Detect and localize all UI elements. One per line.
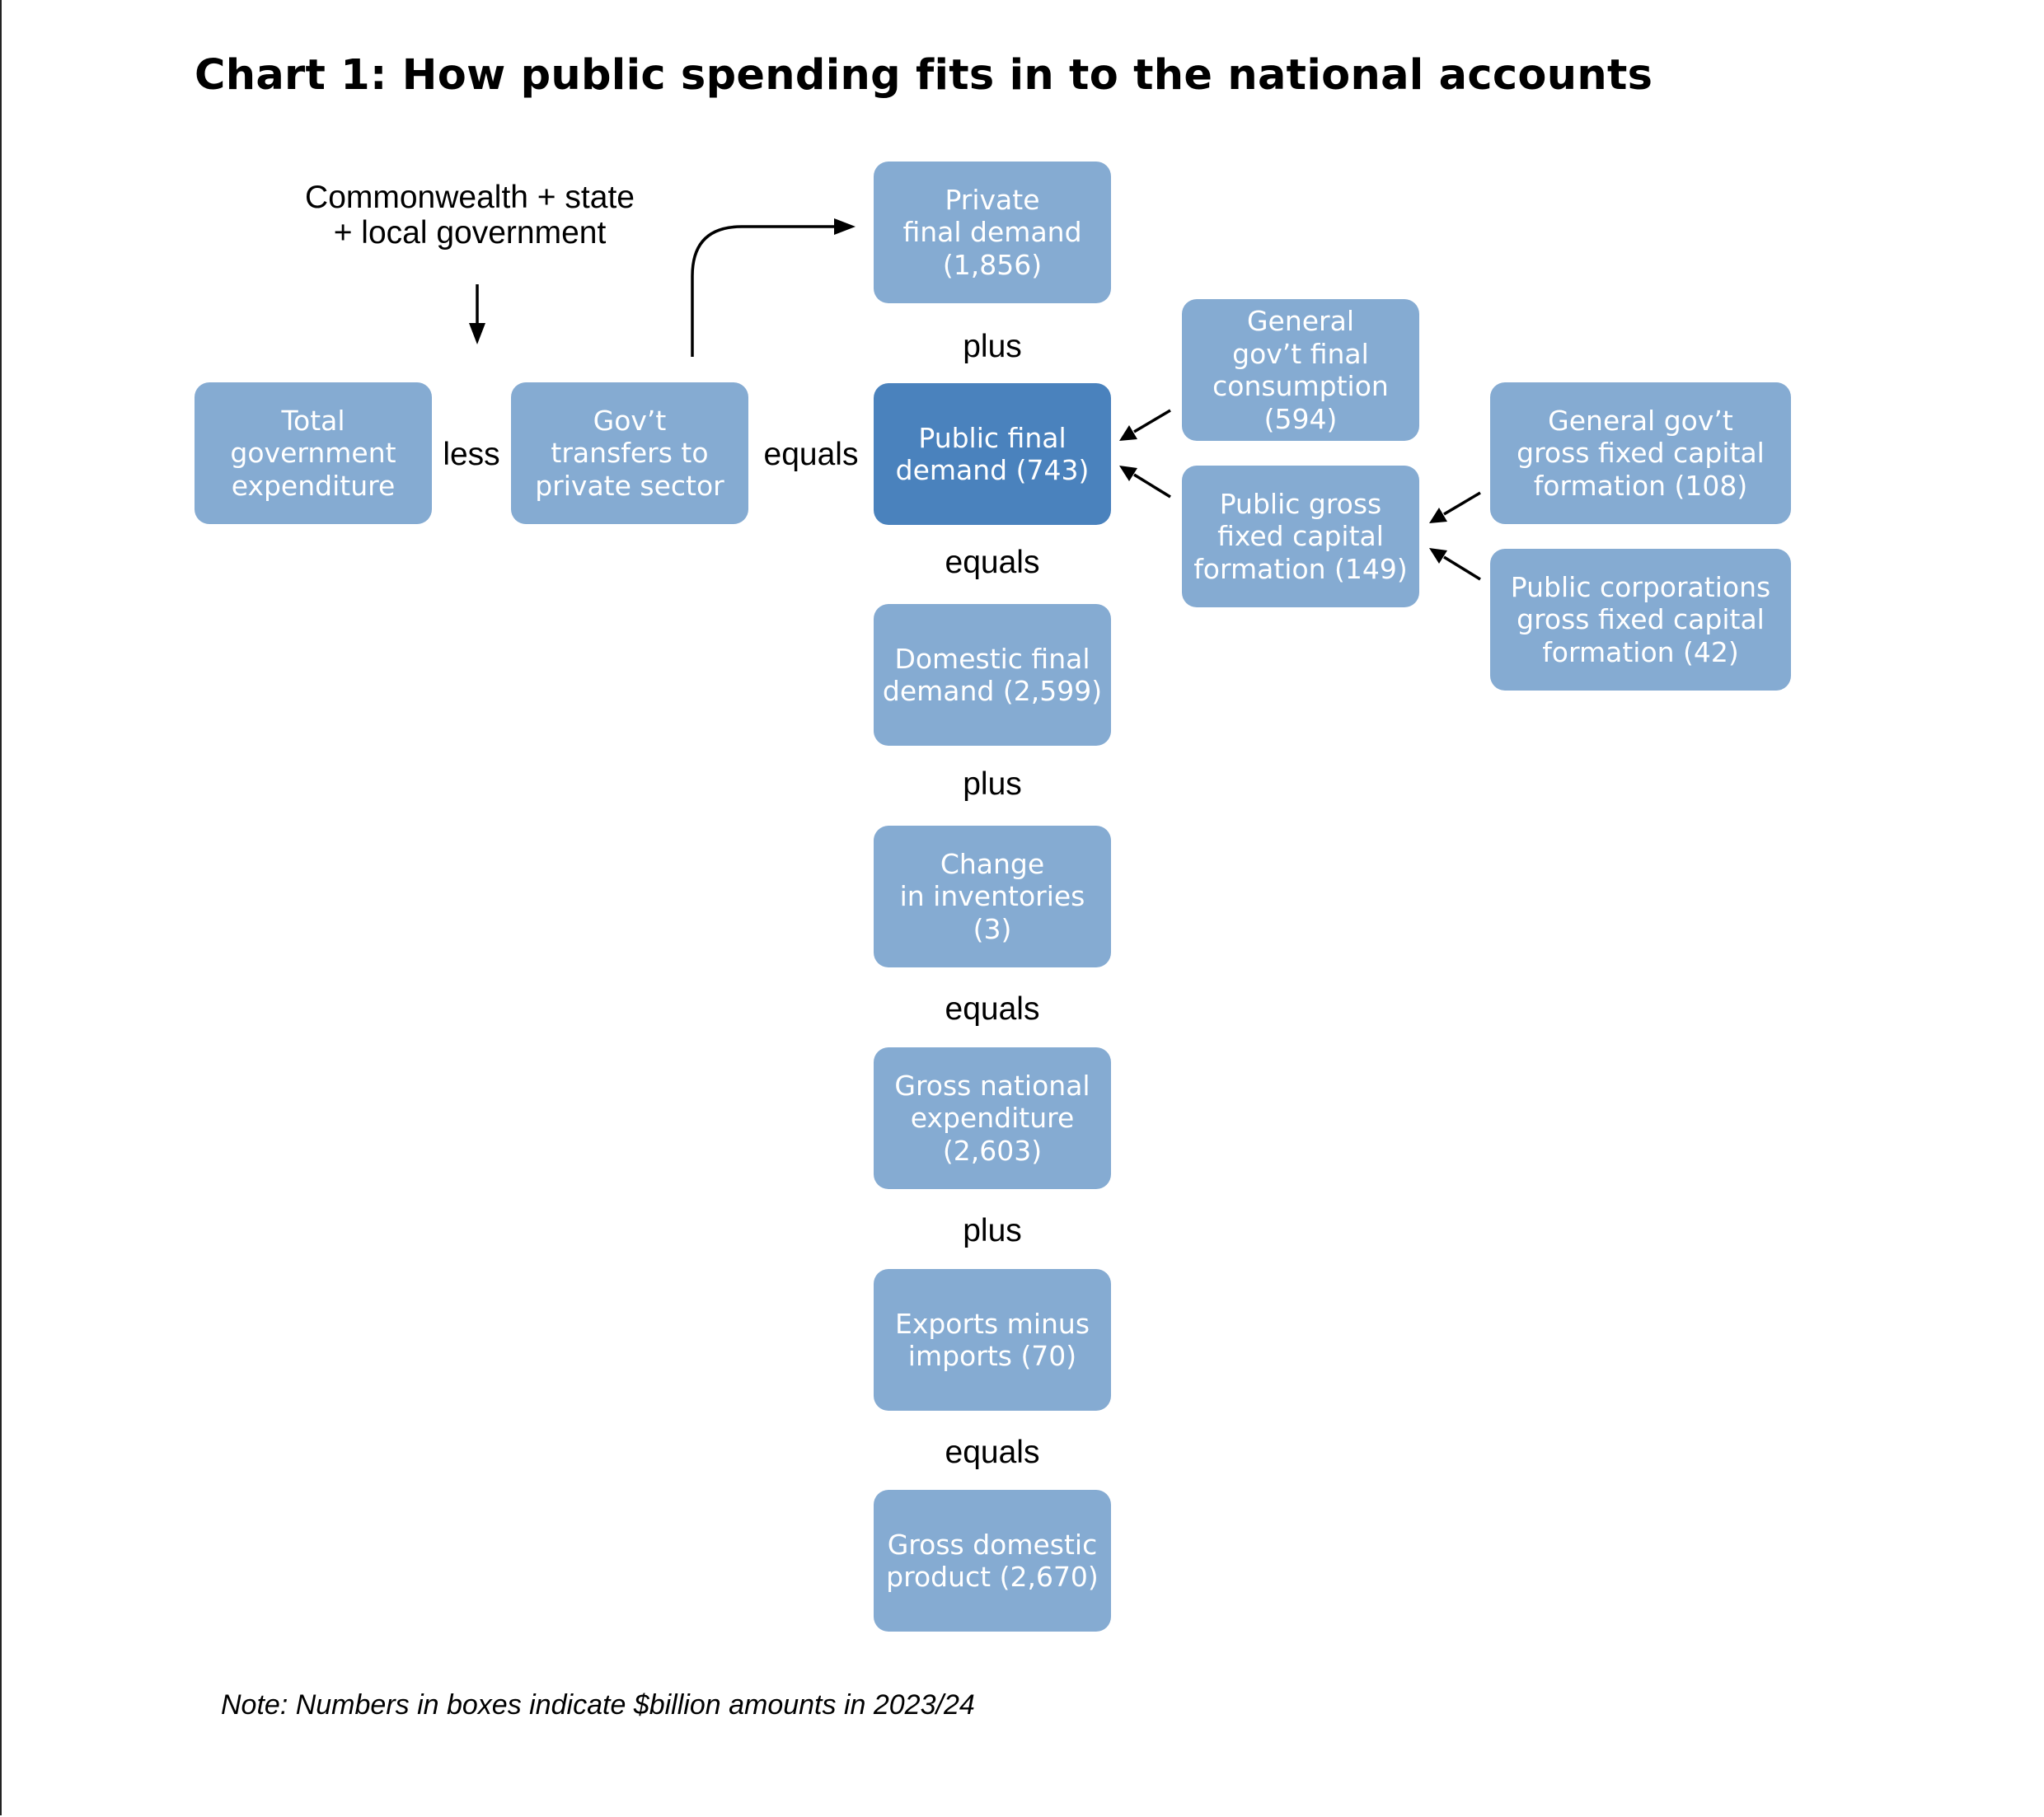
exports-minus-imports-box: Exports minus imports (70) [874, 1269, 1111, 1411]
gross-domestic-product-box: Gross domestic product (2,670) [874, 1490, 1111, 1632]
general-gov-gross-fixed-capital-formation-box: General gov’t gross fixed capital format… [1490, 382, 1791, 524]
public-gross-fixed-capital-formation-label: Public gross fixed capital formation (14… [1193, 487, 1408, 585]
down-arrow-icon [469, 284, 485, 344]
operator-less: less [443, 437, 500, 472]
footnote: Note: Numbers in boxes indicate $billion… [221, 1689, 975, 1721]
arrow-left-icon [1429, 491, 1481, 523]
general-gov-gross-fixed-capital-formation-label: General gov’t gross fixed capital format… [1517, 404, 1765, 502]
domestic-final-demand-label: Domestic final demand (2,599) [882, 642, 1103, 708]
arrow-left-icon [1429, 548, 1481, 581]
total-government-expenditure-label: Total government expenditure [230, 404, 396, 502]
government-transfers-label: Gov’t transfers to private sector [535, 404, 724, 502]
public-corporations-gross-fixed-capital-formation-box: Public corporations gross fixed capital … [1490, 549, 1791, 691]
arrow-left-icon [1119, 466, 1171, 499]
public-final-demand-label: Public final demand (743) [895, 421, 1090, 487]
general-gov-final-consumption-box: General gov’t final consumption (594) [1182, 299, 1419, 441]
government-levels-label: Commonwealth + state + local government [305, 180, 635, 251]
curved-arrow-icon [691, 218, 856, 357]
domestic-final-demand-box: Domestic final demand (2,599) [874, 604, 1111, 746]
arrow-left-icon [1119, 409, 1171, 441]
public-corporations-gross-fixed-capital-formation-label: Public corporations gross fixed capital … [1510, 570, 1771, 668]
gross-domestic-product-label: Gross domestic product (2,670) [886, 1528, 1099, 1594]
total-government-expenditure-box: Total government expenditure [195, 382, 432, 524]
public-gross-fixed-capital-formation-box: Public gross fixed capital formation (14… [1182, 466, 1419, 607]
operator-plus: plus [963, 766, 1022, 802]
operator-equals: equals [945, 1435, 1040, 1470]
public-final-demand-box: Public final demand (743) [874, 383, 1111, 525]
operator-equals: equals [945, 545, 1040, 580]
exports-minus-imports-label: Exports minus imports (70) [894, 1307, 1090, 1373]
operator-equals-row: equals [763, 437, 859, 472]
chart-title: Chart 1: How public spending fits in to … [195, 51, 1653, 100]
gross-national-expenditure-box: Gross national expenditure (2,603) [874, 1047, 1111, 1189]
change-in-inventories-box: Change in inventories (3) [874, 826, 1111, 967]
change-in-inventories-label: Change in inventories (3) [899, 847, 1085, 945]
private-final-demand-box: Private final demand (1,856) [874, 162, 1111, 303]
operator-plus: plus [963, 1213, 1022, 1248]
government-transfers-box: Gov’t transfers to private sector [511, 382, 748, 524]
gross-national-expenditure-label: Gross national expenditure (2,603) [894, 1069, 1090, 1167]
operator-plus: plus [963, 329, 1022, 364]
general-gov-final-consumption-label: General gov’t final consumption (594) [1212, 305, 1389, 435]
operator-equals: equals [945, 991, 1040, 1027]
private-final-demand-label: Private final demand (1,856) [902, 183, 1082, 281]
